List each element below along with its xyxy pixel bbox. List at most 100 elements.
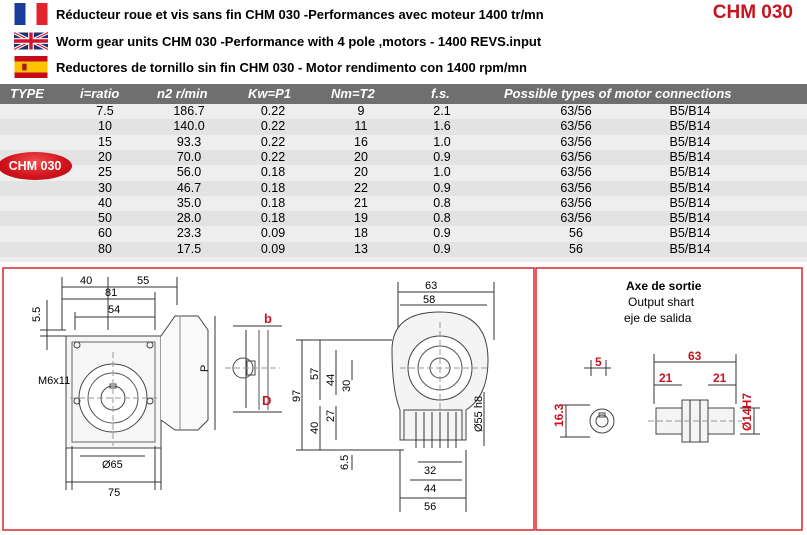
dim-75-front: 75 [108, 487, 120, 499]
table-cell: 0.9 [433, 149, 451, 164]
table-cell: 21 [354, 195, 368, 210]
dim-32-side: 32 [424, 465, 436, 477]
dim-16-3-output: 16.3 [552, 403, 566, 427]
table-cell: 80 [98, 241, 112, 256]
dim-p-front: P [199, 365, 211, 372]
table-cell: 1.0 [433, 134, 451, 149]
dim-dia65-front: Ø65 [102, 459, 123, 471]
output-shaft-view [560, 354, 760, 443]
table-cell: 63/56 [560, 104, 592, 118]
header-line-en: Worm gear units CHM 030 -Performance wit… [0, 29, 541, 53]
table-cell: 0.22 [260, 104, 286, 118]
dim-44-side: 44 [325, 374, 337, 386]
table-cell: 40 [98, 195, 112, 210]
output-title: Axe de sortie [626, 279, 702, 293]
table-cell: 9 [357, 104, 365, 118]
table-cell: 0.18 [260, 195, 286, 210]
table-cell: 17.5 [176, 241, 202, 256]
dim-27-side: 27 [325, 410, 337, 422]
front-view [40, 277, 216, 490]
model-title: CHM 030 [712, 2, 793, 23]
france-flag-icon [14, 3, 48, 25]
table-cell: B5/B14 [669, 226, 711, 241]
col-header-fs: f.s. [431, 86, 450, 101]
dim-40-front: 40 [80, 275, 92, 287]
table-cell: 63/56 [560, 165, 592, 180]
table-cell: 23.3 [176, 226, 202, 241]
table-cell: 56 [569, 226, 583, 241]
table-cell: 63/56 [560, 180, 592, 195]
table-cell: 20 [98, 149, 112, 164]
dim-57-side: 57 [309, 368, 321, 380]
table-cell: 2.1 [433, 104, 451, 118]
table-cell: 0.18 [260, 165, 286, 180]
table-cell: 50 [98, 211, 112, 226]
flange-d-label: D [262, 393, 271, 408]
table-cell: 63/56 [560, 119, 592, 134]
table-cell: 22 [354, 180, 368, 195]
table-cell: 11 [354, 119, 368, 134]
table-cell: 0.22 [260, 149, 286, 164]
col-header-kw: Kw=P1 [248, 86, 291, 101]
table-cell: 56 [569, 241, 583, 256]
table-header: TYPE i=ratio n2 r/min Kw=P1 Nm=T2 f.s. P… [0, 84, 807, 104]
table-cell: 60 [98, 226, 112, 241]
flange-b-label: b [264, 311, 272, 326]
table-cell: 15 [98, 134, 112, 149]
dim-44b-side: 44 [424, 483, 436, 495]
output-subtitle-en: Output shart [628, 295, 695, 309]
table-cell: B5/B14 [669, 195, 711, 210]
col-header-n2: n2 r/min [157, 86, 208, 101]
table-cell: B5/B14 [669, 134, 711, 149]
table-cell: B5/B14 [669, 104, 711, 118]
table-cell: 46.7 [176, 180, 202, 195]
dim-55-front: 55 [137, 275, 149, 287]
table-cell: 0.9 [433, 226, 451, 241]
table-cell: 63/56 [560, 211, 592, 226]
table-cell: 0.18 [260, 211, 286, 226]
dim-21b-output: 21 [713, 371, 727, 385]
header-text-fr: Réducteur roue et vis sans fin CHM 030 -… [56, 6, 544, 22]
table-cell: 35.0 [176, 195, 202, 210]
table-cell: 0.22 [260, 119, 286, 134]
output-subtitle-es: eje de salida [624, 311, 692, 325]
dim-21a-output: 21 [659, 371, 673, 385]
dim-40-side: 40 [309, 422, 321, 434]
dim-81-front: 81 [105, 287, 117, 299]
side-view [296, 282, 495, 512]
table-cell: 0.8 [433, 195, 451, 210]
table-cell: 63/56 [560, 134, 592, 149]
table-cell: B5/B14 [669, 180, 711, 195]
col-header-type: TYPE [10, 86, 44, 101]
table-cell: B5/B14 [669, 119, 711, 134]
table-cell: 0.8 [433, 211, 451, 226]
table-cell: 63/56 [560, 149, 592, 164]
table-cell: 25 [98, 165, 112, 180]
table-cell: 19 [354, 211, 368, 226]
col-header-ratio: i=ratio [80, 86, 120, 101]
table-cell: 20 [354, 165, 368, 180]
dim-5-5-front: 5.5 [31, 307, 43, 322]
dim-54-front: 54 [108, 304, 120, 316]
table-cell: 10 [98, 119, 112, 134]
type-badge: CHM 030 [0, 152, 72, 180]
table-cell: B5/B14 [669, 241, 711, 256]
table-cell: 1.6 [433, 119, 451, 134]
header-line-es: Reductores de tornillo sin fin CHM 030 -… [0, 55, 527, 79]
table-cell: B5/B14 [669, 165, 711, 180]
table-cell: 16 [354, 134, 368, 149]
table-cell: 13 [354, 241, 368, 256]
dim-56-side: 56 [424, 501, 436, 513]
col-header-motor: Possible types of motor connections [504, 86, 732, 101]
table-cell: 0.09 [260, 241, 286, 256]
uk-flag-icon [14, 30, 48, 52]
